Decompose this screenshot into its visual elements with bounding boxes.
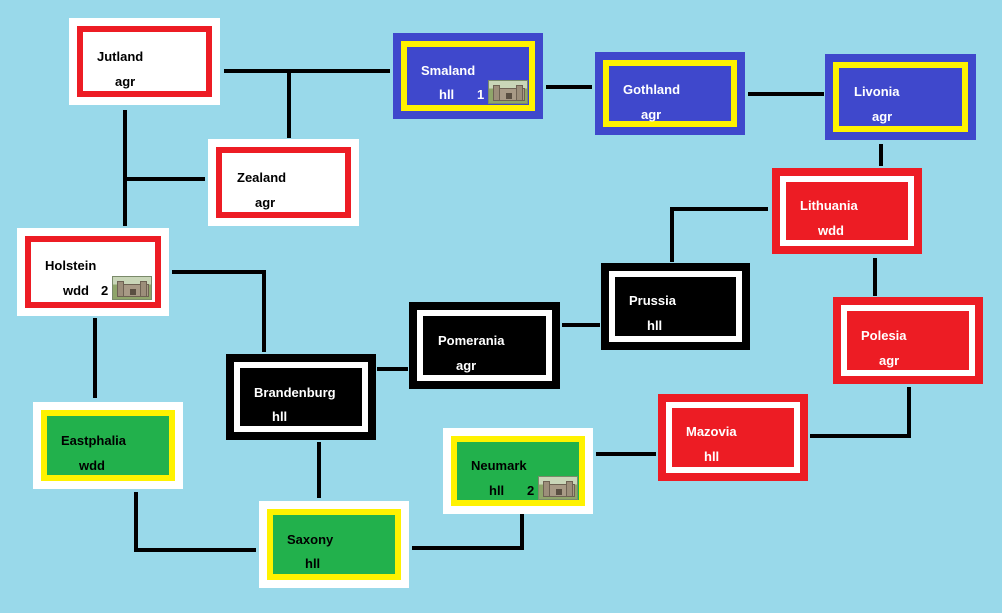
- terrain-label: wdd: [63, 283, 89, 298]
- province-name: Pomerania: [438, 333, 505, 348]
- province-smaland[interactable]: Smaland hll 1: [393, 33, 543, 119]
- province-border: [41, 410, 175, 481]
- province-name: Lithuania: [800, 198, 858, 213]
- link-lithuania-prussia: [670, 207, 768, 262]
- province-zealand[interactable]: Zealand agr: [208, 139, 359, 226]
- link-polesia-mazovia: [810, 387, 911, 438]
- province-border: [603, 60, 737, 127]
- castle-icon: [112, 276, 152, 300]
- terrain-label: agr: [872, 109, 893, 124]
- terrain-label: agr: [641, 107, 662, 122]
- province-name: Livonia: [854, 84, 900, 99]
- terrain-label: agr: [255, 195, 276, 210]
- province-brandenburg[interactable]: Brandenburg hll: [226, 354, 376, 440]
- province-name: Smaland: [421, 63, 476, 78]
- province-name: Jutland: [97, 49, 144, 64]
- province-border: [234, 362, 368, 432]
- province-name: Holstein: [45, 258, 97, 273]
- province-gothland[interactable]: Gothland agr: [595, 52, 745, 135]
- terrain-label: hll: [305, 556, 321, 571]
- province-livonia[interactable]: Livonia agr: [825, 54, 976, 140]
- link-eastphalia-saxony: [134, 492, 256, 552]
- terrain-label: hll: [704, 449, 720, 464]
- province-saxony[interactable]: Saxony hll: [259, 501, 409, 588]
- province-name: Neumark: [471, 458, 527, 473]
- terrain-label: hll: [272, 409, 288, 424]
- province-pomerania[interactable]: Pomerania agr: [409, 302, 560, 389]
- castle-icon: [488, 80, 528, 104]
- province-border: [609, 271, 742, 342]
- province-neumark[interactable]: Neumark hll 2: [443, 428, 593, 514]
- province-name: Saxony: [287, 532, 334, 547]
- province-name: Gothland: [623, 82, 681, 97]
- link-saxony-neumark: [412, 514, 524, 550]
- province-border: [833, 62, 968, 132]
- terrain-label: agr: [879, 353, 900, 368]
- province-mazovia[interactable]: Mazovia hll: [658, 394, 808, 481]
- unit-count: 2: [101, 283, 109, 298]
- province-holstein[interactable]: Holstein wdd 2: [17, 228, 169, 316]
- terrain-label: hll: [489, 483, 505, 498]
- province-lithuania[interactable]: Lithuania wdd: [772, 168, 922, 254]
- province-border: [780, 176, 914, 246]
- province-name: Prussia: [629, 293, 676, 308]
- province-name: Brandenburg: [254, 385, 336, 400]
- link-holstein-brandenburg: [172, 270, 266, 352]
- province-border: [841, 305, 975, 376]
- terrain-label: hll: [439, 87, 455, 102]
- province-polesia[interactable]: Polesia agr: [833, 297, 983, 384]
- province-name: Polesia: [861, 328, 907, 343]
- province-jutland[interactable]: Jutland agr: [69, 18, 220, 105]
- castle-icon: [538, 476, 578, 500]
- terrain-label: wdd: [79, 458, 105, 473]
- province-border: [666, 402, 800, 473]
- province-border: [77, 26, 212, 97]
- province-name: Mazovia: [686, 424, 737, 439]
- terrain-label: wdd: [818, 223, 844, 238]
- province-border: [216, 147, 351, 218]
- province-name: Eastphalia: [61, 433, 127, 448]
- terrain-label: agr: [456, 358, 477, 373]
- terrain-label: agr: [115, 74, 136, 89]
- terrain-label: hll: [647, 318, 663, 333]
- province-prussia[interactable]: Prussia hll: [601, 263, 750, 350]
- province-name: Zealand: [237, 170, 287, 185]
- unit-count: 2: [527, 483, 535, 498]
- unit-count: 1: [477, 87, 485, 102]
- province-eastphalia[interactable]: Eastphalia wdd: [33, 402, 183, 489]
- province-border: [417, 310, 552, 381]
- province-border: [267, 509, 401, 580]
